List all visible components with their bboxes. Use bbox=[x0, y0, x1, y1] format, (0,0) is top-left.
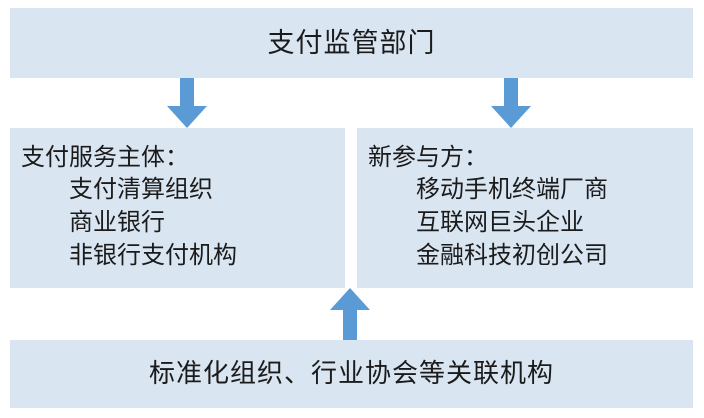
middle-left-box-payment-service-entities: 支付服务主体： 支付清算组织 商业银行 非银行支付机构 bbox=[10, 128, 345, 288]
list-item: 非银行支付机构 bbox=[69, 241, 237, 269]
list-item: 互联网巨头企业 bbox=[416, 208, 584, 236]
top-box-regulator: 支付监管部门 bbox=[10, 8, 693, 78]
middle-right-box-new-participants: 新参与方： 移动手机终端厂商 互联网巨头企业 金融科技初创公司 bbox=[357, 128, 693, 288]
arrow-down-right-icon bbox=[487, 78, 535, 128]
arrow-up-middle-icon bbox=[326, 288, 374, 342]
middle-left-box-heading: 支付服务主体： bbox=[21, 143, 189, 171]
bottom-box-related-institutions: 标准化组织、行业协会等关联机构 bbox=[10, 340, 693, 408]
list-item: 移动手机终端厂商 bbox=[416, 175, 608, 203]
middle-right-box-item-list: 移动手机终端厂商 互联网巨头企业 金融科技初创公司 bbox=[368, 173, 693, 272]
middle-left-box-item-list: 支付清算组织 商业银行 非银行支付机构 bbox=[21, 173, 345, 272]
list-item: 金融科技初创公司 bbox=[416, 241, 608, 269]
list-item: 商业银行 bbox=[69, 208, 165, 236]
bottom-box-title: 标准化组织、行业协会等关联机构 bbox=[148, 359, 554, 389]
arrow-down-left-icon bbox=[163, 78, 211, 128]
middle-right-box-heading: 新参与方： bbox=[368, 143, 488, 171]
list-item: 支付清算组织 bbox=[69, 175, 213, 203]
top-box-title: 支付监管部门 bbox=[267, 27, 436, 59]
